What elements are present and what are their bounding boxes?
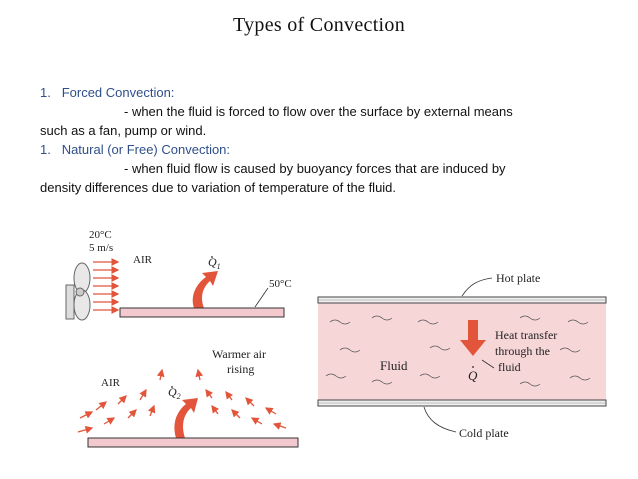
hot-plate: [317, 296, 607, 304]
heat-transfer-label-line2: through the: [495, 344, 550, 358]
heat-rate-symbol: Q: [468, 368, 478, 383]
cold-plate-label: Cold plate: [459, 426, 509, 440]
heated-plate: [87, 437, 299, 448]
plate-temperature: 50°C: [269, 278, 292, 290]
heated-plate: [119, 307, 285, 318]
fluid-region: [318, 303, 606, 400]
item-number: 1.: [40, 142, 51, 157]
air-label: AIR: [101, 377, 121, 389]
inlet-temperature: 20°C: [89, 229, 112, 241]
cold-plate: [317, 399, 607, 407]
slide-title: Types of Convection: [232, 14, 406, 36]
forced-convection-figure: 20°C 5 m/s AIR Q1 50°C: [65, 229, 292, 321]
item-natural-heading-line: 1. Natural (or Free) Convection:: [40, 140, 600, 159]
plates-figure: Q Fluid Heat transfer through the fluid …: [317, 271, 607, 440]
heat-rate-symbol: Q1: [208, 255, 221, 271]
air-flow-arrows: [93, 258, 120, 314]
item-natural: 1. Natural (or Free) Convection: - when …: [40, 140, 600, 197]
fluid-label: Fluid: [380, 358, 408, 373]
item-number: 1.: [40, 85, 51, 100]
heat-rate-symbol: Q2: [168, 385, 181, 401]
rising-air-arrows: [77, 368, 287, 434]
heat-transfer-label-line3: fluid: [498, 360, 521, 374]
warmer-air-label: Warmer air: [212, 347, 266, 361]
inlet-velocity: 5 m/s: [89, 242, 113, 254]
air-label: AIR: [133, 254, 153, 266]
heat-flow-arrow-icon: [192, 271, 218, 308]
item-desc-line1: - when fluid flow is caused by buoyancy …: [124, 161, 506, 176]
item-desc-line2: such as a fan, pump or wind.: [40, 123, 207, 138]
rising-label: rising: [227, 362, 254, 376]
item-heading: Natural (or Free) Convection:: [61, 142, 231, 157]
heat-flow-arrow-icon: [174, 398, 198, 438]
fan-icon: [65, 262, 91, 321]
natural-convection-figure: Warmer air rising AIR Q2: [77, 347, 299, 448]
item-heading: Forced Convection:: [61, 85, 175, 100]
item-forced: 1. Forced Convection: - when the fluid i…: [40, 83, 600, 140]
item-desc-line1: - when the fluid is forced to flow over …: [124, 104, 513, 119]
heat-down-arrow-icon: [460, 320, 486, 356]
item-desc-line2: density differences due to variation of …: [40, 180, 397, 195]
heat-transfer-label-line1: Heat transfer: [495, 328, 557, 342]
item-forced-heading-line: 1. Forced Convection:: [40, 83, 600, 102]
fluid-wave-lines: [325, 315, 591, 387]
hot-plate-label: Hot plate: [496, 271, 540, 285]
